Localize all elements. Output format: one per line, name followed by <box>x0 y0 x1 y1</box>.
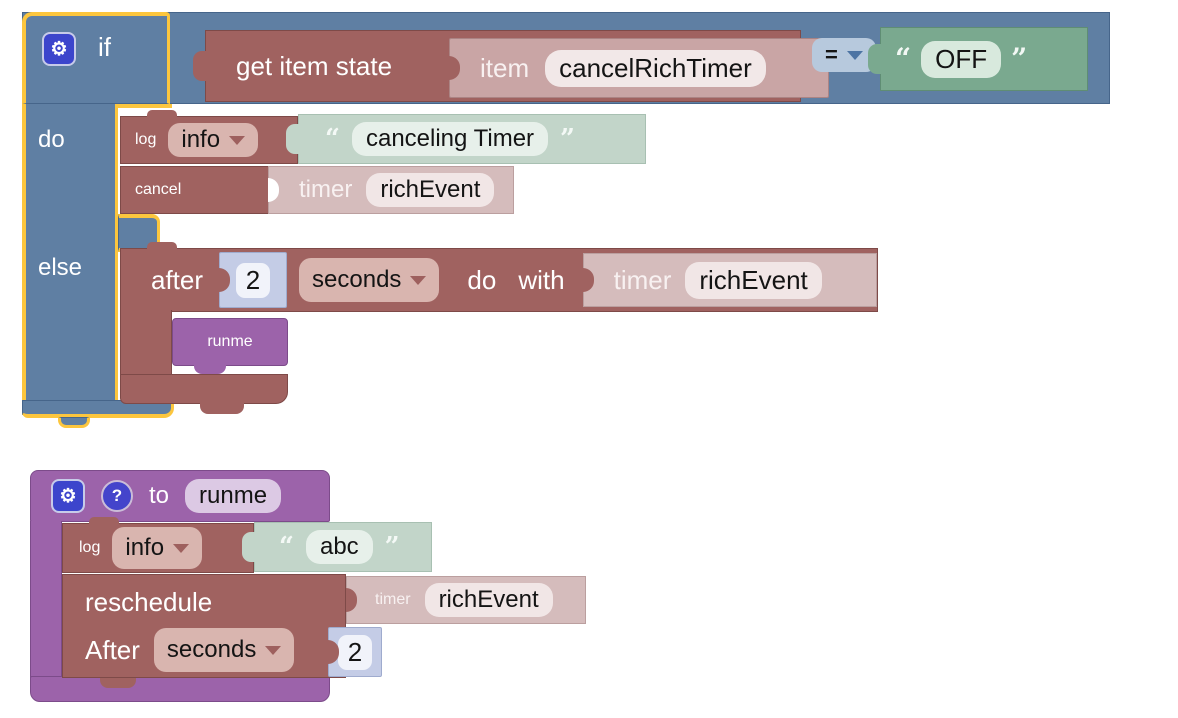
timer-label: timer <box>613 264 672 295</box>
chevron-down-icon <box>410 275 427 285</box>
if-block-bottom-bar[interactable] <box>22 400 174 418</box>
if-block-left-column[interactable] <box>22 104 118 415</box>
value-socket <box>268 178 279 202</box>
get-item-state-label: get item state <box>236 50 393 81</box>
string-block-off[interactable]: “ OFF ” <box>868 27 1088 91</box>
if-block-header[interactable]: ⚙ if <box>22 12 170 104</box>
call-next-notch <box>194 364 226 374</box>
value-socket <box>219 268 231 292</box>
reschedule-next-notch <box>100 676 136 688</box>
after-block-bottom-bar[interactable] <box>120 374 288 404</box>
procedure-left-wall[interactable] <box>30 521 62 678</box>
gear-icon[interactable]: ⚙ <box>42 32 76 66</box>
statement-notch <box>89 517 119 525</box>
number-value-field[interactable]: 2 <box>337 634 373 670</box>
reschedule-label: reschedule <box>85 587 213 617</box>
gear-glyph: ⚙ <box>50 38 68 60</box>
value-socket <box>449 56 460 80</box>
string-value-field[interactable]: abc <box>305 530 373 564</box>
timer-block[interactable]: timer richEvent <box>268 166 514 214</box>
statement-notch <box>147 110 177 118</box>
help-glyph: ? <box>111 486 123 505</box>
help-icon[interactable]: ? <box>101 480 133 512</box>
open-quote: “ <box>325 124 340 154</box>
item-name-field[interactable]: cancelRichTimer <box>545 49 766 87</box>
log-level-dropdown[interactable]: info <box>168 123 259 157</box>
after-block-left-wall[interactable] <box>120 310 172 376</box>
item-label: item <box>480 52 530 83</box>
if-block-next-notch[interactable] <box>58 417 90 428</box>
chevron-down-icon <box>846 50 863 60</box>
procedure-bottom-bar[interactable] <box>30 676 330 702</box>
timer-block[interactable]: timer richEvent <box>582 253 877 307</box>
log-label: log <box>135 131 157 148</box>
item-block[interactable]: item cancelRichTimer <box>449 38 829 98</box>
cancel-label: cancel <box>135 181 182 198</box>
after-do-label: do <box>467 264 497 295</box>
value-tab <box>868 44 882 74</box>
timer-name-field[interactable]: richEvent <box>685 261 822 299</box>
gear-icon[interactable]: ⚙ <box>51 479 85 513</box>
string-value-field[interactable]: OFF <box>921 40 1002 78</box>
timer-label: timer <box>375 591 411 608</box>
operator-dropdown[interactable]: = <box>812 38 876 72</box>
operator-label: = <box>825 42 838 67</box>
close-quote: ” <box>560 124 576 154</box>
value-tab <box>286 124 300 154</box>
number-block[interactable]: 2 <box>219 252 288 308</box>
log-label: log <box>79 539 101 556</box>
timer-name-field[interactable]: richEvent <box>366 173 495 207</box>
string-value-field[interactable]: canceling Timer <box>351 122 549 156</box>
after-with-label: with <box>518 264 565 295</box>
chevron-down-icon <box>229 135 246 145</box>
string-block-canceling-timer[interactable]: “ canceling Timer ” <box>286 114 646 164</box>
value-socket <box>582 268 594 292</box>
open-quote: “ <box>279 532 294 562</box>
open-quote: “ <box>895 42 912 75</box>
unit-dropdown[interactable]: seconds <box>153 628 295 672</box>
chevron-down-icon <box>265 645 282 655</box>
reschedule-after-label: After <box>85 634 140 665</box>
value-socket <box>346 588 357 612</box>
close-quote: ” <box>1011 42 1028 75</box>
log-level-dropdown[interactable]: info <box>112 527 203 569</box>
after-block[interactable]: after 2 seconds do with timer richEvent <box>120 242 878 312</box>
chevron-down-icon <box>173 543 190 553</box>
value-tab <box>193 51 207 81</box>
if-keyword: if <box>98 32 111 62</box>
gear-glyph: ⚙ <box>59 485 77 507</box>
do-keyword: do <box>38 126 65 153</box>
after-next-notch <box>200 402 244 414</box>
if-selection-outline-segment <box>115 104 172 108</box>
log-block[interactable]: log info <box>120 110 298 164</box>
statement-notch <box>147 242 177 250</box>
number-value-field[interactable]: 2 <box>235 262 271 298</box>
timer-label: timer <box>299 176 353 203</box>
value-tab <box>242 532 256 562</box>
cancel-block[interactable]: cancel <box>120 166 270 214</box>
reschedule-block[interactable]: reschedule After seconds <box>62 574 346 678</box>
call-runme-block[interactable]: runme <box>172 318 288 366</box>
timer-block[interactable]: timer richEvent <box>346 576 586 624</box>
timer-name-field[interactable]: richEvent <box>424 583 553 617</box>
string-block-abc[interactable]: “ abc ” <box>242 522 432 572</box>
unit-value: seconds <box>312 266 402 293</box>
log-level-value: info <box>181 126 221 153</box>
log-block[interactable]: log info <box>62 517 254 573</box>
log-level-value: info <box>125 534 165 561</box>
get-item-state-block[interactable]: get item state item cancelRichTimer <box>193 30 829 102</box>
procedure-name-field[interactable]: runme <box>185 479 282 513</box>
to-label: to <box>149 482 170 509</box>
value-socket <box>328 640 339 664</box>
procedure-header[interactable]: ⚙ ? to runme <box>30 470 330 522</box>
after-label: after <box>151 264 204 295</box>
unit-value: seconds <box>166 636 257 663</box>
unit-dropdown[interactable]: seconds <box>299 258 440 302</box>
number-block[interactable]: 2 <box>328 627 382 677</box>
close-quote: ” <box>384 532 400 562</box>
else-keyword: else <box>38 254 83 281</box>
call-name: runme <box>207 333 253 350</box>
